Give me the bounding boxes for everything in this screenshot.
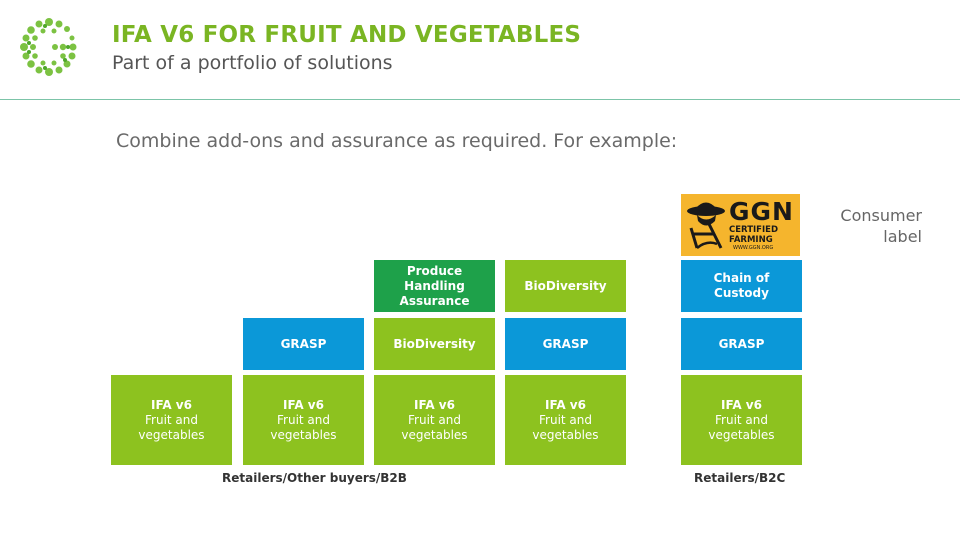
globalgap-logo-icon [18,16,80,78]
footer-b2b: Retailers/Other buyers/B2B [222,471,407,485]
pha-line2: Handling [404,278,465,293]
biodiversity-block-col4: BioDiversity [505,260,626,312]
ifa-line1: Fruit and [715,412,768,427]
ifa-line1: Fruit and [539,412,592,427]
ifa-line2: vegetables [138,427,205,442]
ggn-certified: CERTIFIED [729,225,778,235]
ggn-website: WWW.GGN.ORG [733,245,774,251]
page-subtitle: Part of a portfolio of solutions [112,52,393,74]
grasp-block-col5: GRASP [681,318,802,370]
ifa-title: IFA v6 [151,397,192,412]
ifa-line1: Fruit and [408,412,461,427]
addon-label: GRASP [280,336,327,351]
ifa-block-col3: IFA v6 Fruit and vegetables [374,375,495,465]
ggn-letters: GGN [729,197,794,226]
addon-label: BioDiversity [393,336,476,351]
ifa-line1: Fruit and [277,412,330,427]
ifa-block-col4: IFA v6 Fruit and vegetables [505,375,626,465]
ggn-farming: FARMING [729,235,773,245]
chain-of-custody-block: Chain of Custody [681,260,802,312]
ifa-line2: vegetables [708,427,775,442]
ifa-title: IFA v6 [545,397,586,412]
consumer-label-line2: label [883,226,922,246]
pha-line1: Produce [406,263,463,278]
ifa-line2: vegetables [270,427,337,442]
consumer-label-line1: Consumer [840,206,922,225]
ifa-block-col1: IFA v6 Fruit and vegetables [111,375,232,465]
ifa-block-col5: IFA v6 Fruit and vegetables [681,375,802,465]
intro-text: Combine add-ons and assurance as require… [116,130,678,152]
ifa-title: IFA v6 [283,397,324,412]
farmer-hat-icon [687,202,725,249]
ifa-title: IFA v6 [721,397,762,412]
pha-line3: Assurance [399,293,470,308]
addon-label: BioDiversity [524,278,607,293]
ifa-title: IFA v6 [414,397,455,412]
ifa-line2: vegetables [532,427,599,442]
footer-b2c: Retailers/B2C [694,471,786,485]
addon-label: GRASP [542,336,589,351]
page-title: IFA V6 FOR FRUIT AND VEGETABLES [112,22,582,48]
produce-handling-assurance-block: Produce Handling Assurance [374,260,495,312]
grasp-block-col4: GRASP [505,318,626,370]
grasp-block-col2: GRASP [243,318,364,370]
ifa-block-col2: IFA v6 Fruit and vegetables [243,375,364,465]
addon-label: GRASP [718,336,765,351]
consumer-label-caption: Consumer label [812,206,922,248]
coc-line2: Custody [714,286,769,300]
coc-line1: Chain of [713,271,770,285]
biodiversity-block-col3: BioDiversity [374,318,495,370]
header-divider [0,99,960,100]
ifa-line1: Fruit and [145,412,198,427]
ifa-line2: vegetables [401,427,468,442]
ggn-consumer-label-logo: GGN CERTIFIED FARMING WWW.GGN.ORG [681,194,800,256]
